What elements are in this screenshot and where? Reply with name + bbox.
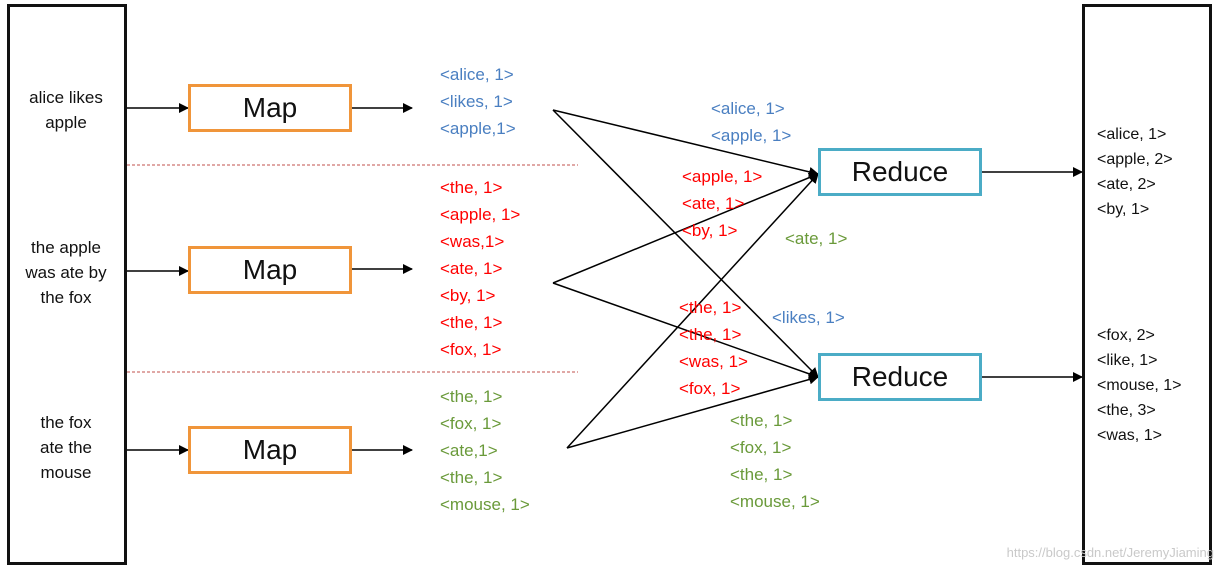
result-pair: <apple, 2>: [1097, 151, 1173, 168]
result-pair: <alice, 1>: [1097, 126, 1167, 143]
shuffle-group: <apple, 1> <ate, 1> <by, 1>: [682, 163, 762, 244]
reduce-box: Reduce: [818, 148, 982, 196]
kv-pair: <by, 1>: [440, 286, 496, 305]
shuffle-arrow: [552, 109, 819, 378]
reduce-output-1: <alice, 1> <apple, 2> <ate, 2> <by, 1>: [1097, 122, 1173, 222]
reduce-output-2: <fox, 2> <like, 1> <mouse, 1> <the, 3> <…: [1097, 323, 1182, 448]
result-pair: <like, 1>: [1097, 352, 1158, 369]
kv-pair: <apple,1>: [440, 119, 516, 138]
kv-pair: <alice, 1>: [440, 65, 514, 84]
map-label: Map: [242, 434, 298, 465]
output-column: [1082, 4, 1212, 565]
shuffle-arrow: [552, 172, 819, 284]
kv-pair: <the, 1>: [440, 468, 503, 487]
kv-pair: <apple, 1>: [711, 126, 792, 145]
map-box: Map: [188, 84, 352, 132]
kv-pair: <the, 1>: [440, 178, 503, 197]
map-output-1: <alice, 1> <likes, 1> <apple,1>: [440, 61, 516, 142]
shuffle-group: <the, 1> <the, 1> <was, 1> <fox, 1>: [679, 294, 748, 402]
reduce-box: Reduce: [818, 353, 982, 401]
kv-pair: <ate, 1>: [682, 194, 745, 213]
kv-pair: <alice, 1>: [711, 99, 785, 118]
kv-pair: <was,1>: [440, 232, 505, 251]
shuffle-arrow: [566, 173, 819, 449]
input-split-2: the apple was ate by the fox: [25, 238, 107, 307]
result-pair: <the, 3>: [1097, 402, 1156, 419]
map-box: Map: [188, 246, 352, 294]
kv-pair: <fox, 1>: [440, 414, 502, 433]
shuffle-arrow: [566, 374, 819, 449]
kv-pair: <ate,1>: [440, 441, 498, 460]
kv-pair: <mouse, 1>: [440, 495, 530, 514]
kv-pair: <the, 1>: [730, 411, 793, 430]
map-label: Map: [242, 92, 298, 123]
result-pair: <was, 1>: [1097, 427, 1162, 444]
watermark: https://blog.csdn.net/JeremyJiaming: [1006, 545, 1214, 560]
kv-pair: <fox, 1>: [730, 438, 792, 457]
kv-pair: <fox, 1>: [679, 379, 741, 398]
shuffle-group: <alice, 1> <apple, 1>: [711, 95, 791, 149]
map-output-2: <the, 1> <apple, 1> <was,1> <ate, 1> <by…: [440, 174, 520, 363]
kv-pair: <the, 1>: [440, 313, 503, 332]
kv-pair: <the, 1>: [730, 465, 793, 484]
reduce-label: Reduce: [851, 361, 949, 392]
shuffle-arrow: [552, 109, 819, 177]
kv-pair: <apple, 1>: [682, 167, 763, 186]
kv-pair: <likes, 1>: [772, 308, 845, 327]
kv-pair: <mouse, 1>: [730, 492, 820, 511]
shuffle-group: <the, 1> <fox, 1> <the, 1> <mouse, 1>: [730, 407, 820, 515]
kv-pair: <was, 1>: [679, 352, 748, 371]
shuffle-group: <ate, 1>: [785, 225, 847, 252]
kv-pair: <fox, 1>: [440, 340, 502, 359]
kv-pair: <apple, 1>: [440, 205, 521, 224]
kv-pair: <likes, 1>: [440, 92, 513, 111]
map-output-3: <the, 1> <fox, 1> <ate,1> <the, 1> <mous…: [440, 383, 530, 518]
kv-pair: <ate, 1>: [785, 229, 848, 248]
result-pair: <mouse, 1>: [1097, 377, 1182, 394]
result-pair: <by, 1>: [1097, 201, 1150, 218]
result-pair: <fox, 2>: [1097, 327, 1155, 344]
input-split-1: alice likes apple: [29, 88, 103, 132]
map-label: Map: [242, 254, 298, 285]
kv-pair: <ate, 1>: [440, 259, 503, 278]
kv-pair: <the, 1>: [440, 387, 503, 406]
shuffle-arrow: [552, 282, 819, 379]
input-split-3: the fox ate the mouse: [40, 413, 92, 482]
reduce-label: Reduce: [851, 156, 949, 187]
input-column: [7, 4, 127, 565]
kv-pair: <by, 1>: [682, 221, 738, 240]
shuffle-group: <likes, 1>: [772, 304, 845, 331]
map-box: Map: [188, 426, 352, 474]
result-pair: <ate, 2>: [1097, 176, 1156, 193]
kv-pair: <the, 1>: [679, 325, 742, 344]
kv-pair: <the, 1>: [679, 298, 742, 317]
